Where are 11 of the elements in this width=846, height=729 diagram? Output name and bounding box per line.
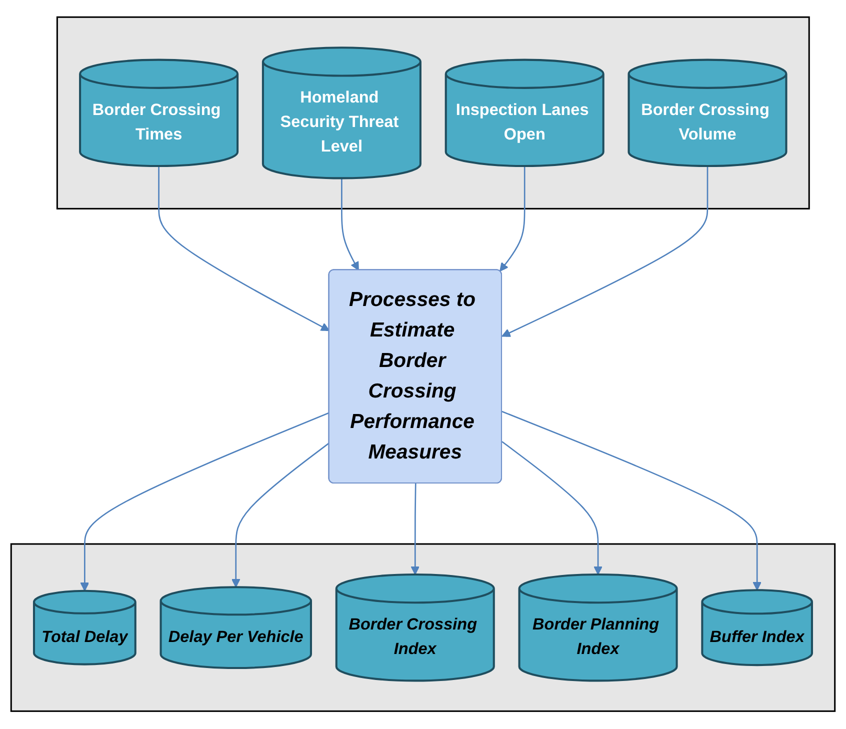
arrow — [80, 412, 330, 592]
arrow — [500, 166, 526, 272]
arrow — [341, 178, 359, 271]
arrow — [410, 484, 420, 576]
cluster — [56, 16, 810, 210]
arrow — [158, 166, 330, 332]
arrow — [502, 166, 708, 338]
arrow — [231, 442, 330, 588]
arrow — [502, 411, 762, 591]
cluster — [10, 544, 836, 712]
arrow — [502, 441, 602, 576]
